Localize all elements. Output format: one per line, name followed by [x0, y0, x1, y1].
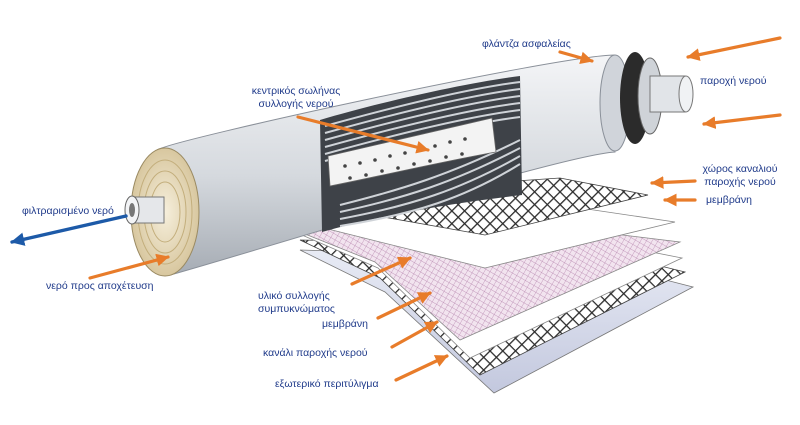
- label-membrane-bottom: μεμβράνη: [322, 318, 368, 330]
- feed-nozzle-end: [678, 75, 694, 113]
- tube-perforations: [343, 137, 467, 180]
- unwrapped-layers: [289, 177, 695, 394]
- blue-arrow-icon: [10, 214, 128, 246]
- label-central-tube-line1: κεντρικός σωλήνας: [251, 85, 341, 97]
- label-concentrate-material-line2: συμπυκνώματος: [258, 303, 335, 315]
- arrow-feed-channel-space: [650, 176, 697, 189]
- arrow-feed-in-bottom: [702, 113, 782, 130]
- label-concentrate-material-line1: υλικό συλλογής: [258, 290, 330, 302]
- arrow-drain: [88, 253, 170, 280]
- label-drain-water: νερό προς αποχέτευση: [46, 280, 154, 292]
- arrow-membrane-bottom: [376, 291, 432, 320]
- arrow-filtered-water: [10, 214, 128, 246]
- label-feed-channel: κανάλι παροχής νερού: [263, 347, 368, 359]
- spiral-wound-layers: [324, 81, 521, 227]
- membrane-element: [124, 52, 694, 277]
- label-concentrate-material: υλικό συλλογής συμπυκνώματος: [258, 290, 335, 316]
- arrow-safety-flange: [558, 50, 594, 65]
- arrow-feed-channel: [390, 320, 439, 349]
- label-water-supply: παροχή νερού: [700, 75, 767, 87]
- orange-arrow-icon: [88, 36, 782, 382]
- arrow-outer-wrap: [394, 354, 449, 382]
- label-outer-wrap: εξωτερικό περιτύλιγμα: [275, 378, 379, 390]
- label-feed-channel-space-line1: χώρος καναλιού: [702, 163, 778, 175]
- central-collection-tube: [327, 117, 497, 187]
- label-safety-flange: φλάντζα ασφαλείας: [482, 38, 571, 50]
- arrow-central-tube: [296, 115, 430, 154]
- label-feed-channel-space: χώρος καναλιού παροχής νερού: [688, 163, 792, 189]
- label-central-tube: κεντρικός σωλήνας συλλογής νερού: [236, 85, 356, 111]
- label-central-tube-line2: συλλογής νερού: [258, 98, 334, 110]
- arrow-feed-in-top: [686, 36, 782, 61]
- label-membrane-right: μεμβράνη: [706, 194, 752, 206]
- label-feed-channel-space-line2: παροχής νερού: [704, 176, 776, 188]
- permeate-outlet-bore: [129, 203, 135, 217]
- label-filtered-water: φιλτραρισμένο νερό: [22, 205, 114, 217]
- arrow-concentrate-material: [350, 256, 412, 286]
